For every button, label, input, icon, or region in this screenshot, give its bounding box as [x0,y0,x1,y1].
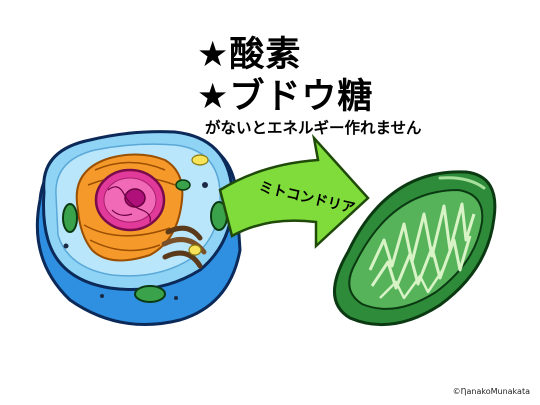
copyright-credit: ©ȠanakoMunakata [452,387,530,396]
nucleolus [124,188,146,208]
headline-oxygen: ★酸素 [197,35,302,75]
small-mitochondrion [62,203,78,233]
cristae [368,202,476,271]
golgi-apparatus [165,225,203,241]
green-arrow [218,133,370,249]
arrow-to-mitochondria: ミトコンドリア [218,133,370,249]
animal-cell [35,130,242,326]
headline-glucose: ★ブドウ糖 [197,77,374,117]
small-mitochondrion [134,285,166,303]
headline-energy-note: がないとエネルギー作れません [205,119,422,137]
mitochondrion [333,170,497,327]
